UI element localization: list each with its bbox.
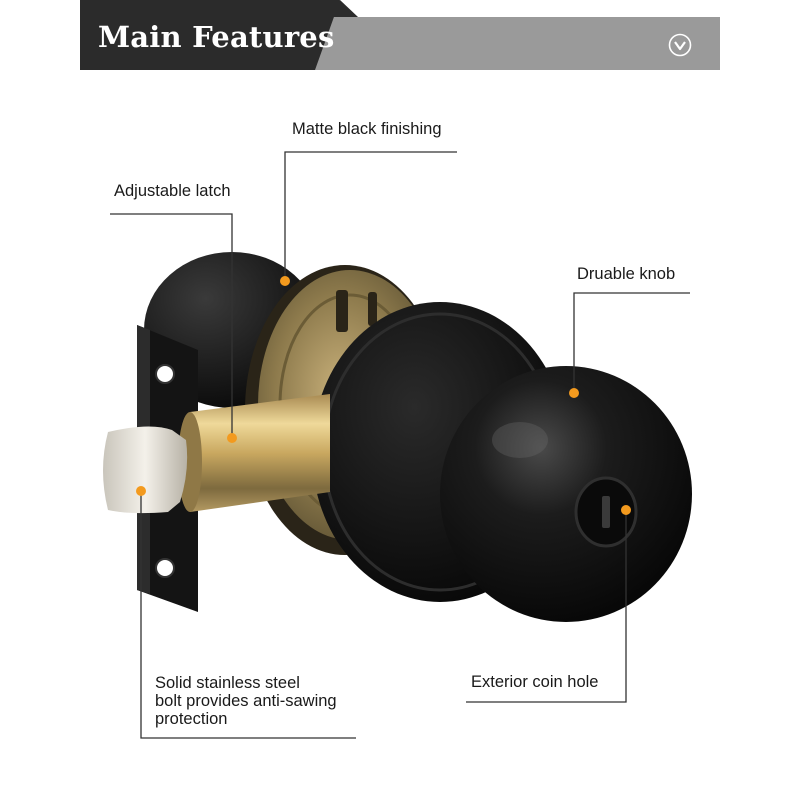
callout-adjustable-latch: Adjustable latch [114, 182, 231, 200]
callout-coin-hole: Exterior coin hole [471, 673, 599, 691]
callout-dots [136, 276, 631, 515]
banner-notch [330, 0, 358, 17]
page-title: Main Features [98, 20, 335, 54]
chevron-down-circle-icon[interactable] [668, 33, 692, 57]
callout-stainless-bolt: Solid stainless steel bolt provides anti… [155, 674, 337, 728]
banner-gray-band [315, 17, 720, 70]
brass-latch-tube [190, 394, 330, 512]
callout-matte-finish: Matte black finishing [292, 120, 442, 138]
banner-shapes [80, 0, 720, 70]
stainless-bolt [103, 426, 188, 514]
front-knob [440, 366, 692, 622]
callout-lines [110, 151, 690, 739]
banner-dark-tab [80, 0, 340, 70]
header-banner: Main Features [0, 0, 800, 80]
callout-durable-knob: Druable knob [577, 265, 676, 283]
